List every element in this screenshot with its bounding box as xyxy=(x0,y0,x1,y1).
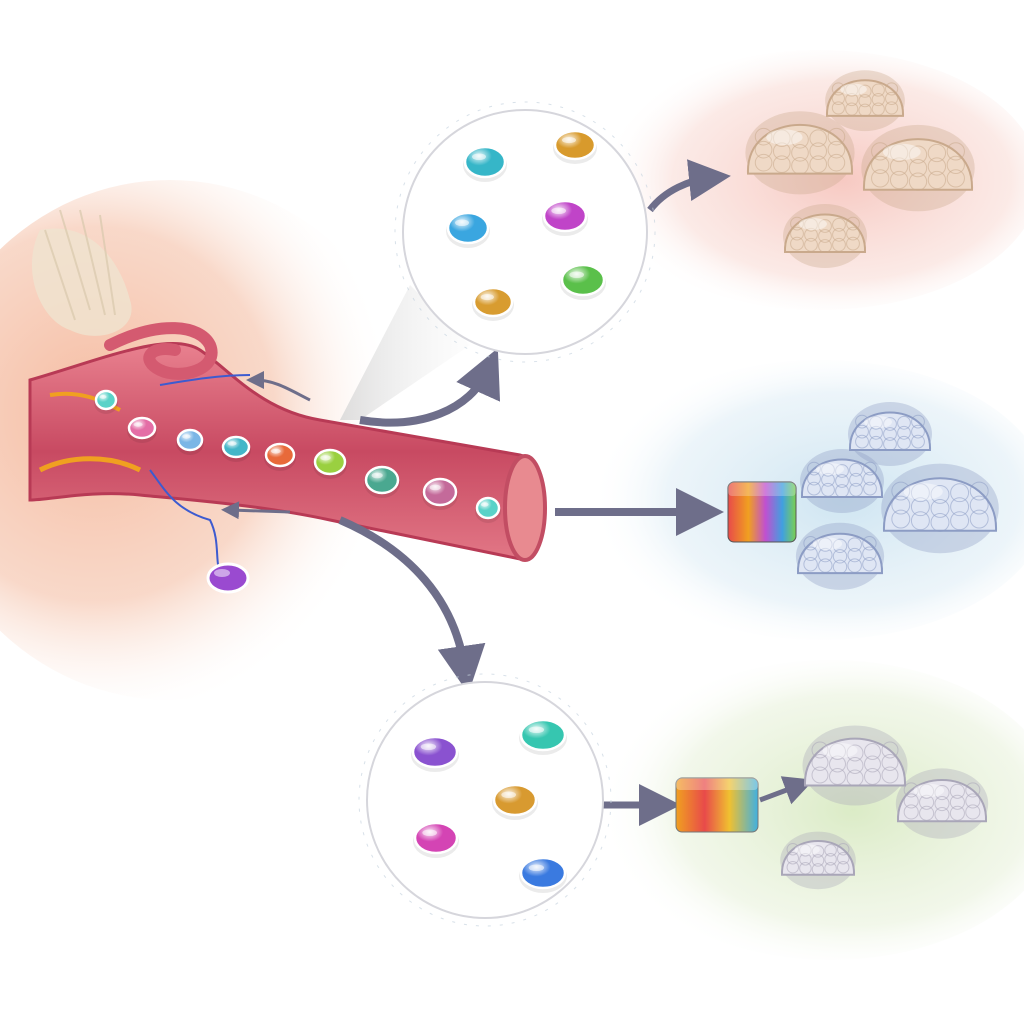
magnifier-cell xyxy=(519,856,567,893)
cluster-cell xyxy=(795,522,885,590)
vessel-opening xyxy=(503,454,547,562)
magnifier-cell xyxy=(411,735,459,772)
cluster-cell xyxy=(800,449,884,513)
prism-green-region xyxy=(675,777,759,833)
vessel-cell xyxy=(264,442,296,471)
cluster-cell xyxy=(745,111,855,195)
magnifier-cell xyxy=(492,783,538,820)
magnifier-cell xyxy=(446,211,490,248)
vessel-cell xyxy=(422,477,458,510)
cluster-cell xyxy=(861,124,975,212)
cluster-green xyxy=(780,725,989,890)
arrow-back-upper xyxy=(246,371,311,402)
magnifier-cell xyxy=(560,263,606,300)
magnifier-bottom xyxy=(358,673,612,927)
cluster-cell xyxy=(881,463,999,554)
arrow-to-bottom-magnifier xyxy=(338,516,486,694)
vessel-cell xyxy=(94,389,118,414)
magnifier-cell xyxy=(519,718,567,755)
magnifier-bottom-cells xyxy=(411,718,567,893)
magnifier-cell xyxy=(413,821,459,858)
vessel-cell xyxy=(127,416,157,443)
magnifier-beam xyxy=(340,285,470,420)
cluster-cell xyxy=(825,70,905,132)
vessel-cells xyxy=(94,389,501,523)
vessel-cell xyxy=(364,465,400,498)
cluster-cell xyxy=(848,402,932,466)
arrow-back-lower xyxy=(221,501,291,520)
magnifier-cell xyxy=(542,199,588,236)
vessel-cell xyxy=(176,428,204,455)
peach-region xyxy=(600,50,1024,310)
vessel-cell xyxy=(475,496,501,523)
arrow-to-peach-cluster xyxy=(647,159,731,213)
cluster-peach xyxy=(745,70,975,268)
arrow-to-green-cluster xyxy=(759,776,815,805)
cluster-cell xyxy=(780,831,856,890)
arrows xyxy=(221,159,815,826)
cluster-cell xyxy=(802,725,908,806)
arrow-to-top-magnifier xyxy=(359,348,501,427)
magnifier-cell xyxy=(463,145,507,182)
magnifier-cell xyxy=(553,129,597,164)
cluster-cell xyxy=(783,204,867,268)
green-region xyxy=(600,660,1024,960)
escaped-cell xyxy=(206,562,250,594)
vessel-cell xyxy=(313,448,347,479)
magnifier-top-cells xyxy=(446,129,606,321)
magnifier-top xyxy=(394,101,656,363)
magnifier-cell xyxy=(472,286,514,321)
cluster-blue xyxy=(795,402,999,590)
cluster-cell xyxy=(895,768,989,839)
prism-blue-region xyxy=(727,481,797,543)
vessel-cell xyxy=(221,435,251,462)
